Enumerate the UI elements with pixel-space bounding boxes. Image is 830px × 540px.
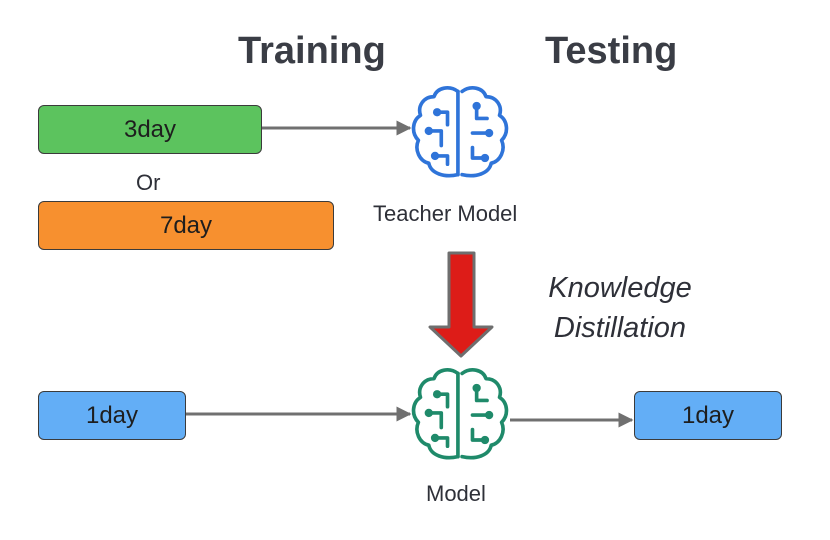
- distillation-arrow: [428, 251, 494, 358]
- teacher-brain-icon: [411, 86, 509, 178]
- testing-heading: Testing: [545, 30, 678, 72]
- student-input-1day-box: 1day: [38, 391, 186, 440]
- knowledge-distillation-label: Knowledge Distillation: [520, 268, 720, 348]
- output-1day-box: 1day: [634, 391, 782, 440]
- kd-line-2: Distillation: [553, 312, 687, 344]
- input-7day-box: 7day: [38, 201, 334, 250]
- student-input-label: 1day: [85, 401, 139, 429]
- model-brain-icon: [411, 368, 509, 460]
- kd-line-1: Knowledge: [548, 272, 692, 304]
- model-label: Model: [426, 481, 486, 506]
- output-label: 1day: [681, 401, 735, 429]
- input-3day-label: 3day: [123, 115, 177, 143]
- input-7day-label: 7day: [159, 211, 213, 239]
- input-3day-box: 3day: [38, 105, 262, 154]
- or-label: Or: [136, 170, 161, 195]
- teacher-model-label: Teacher Model: [373, 201, 518, 226]
- training-heading: Training: [238, 30, 386, 72]
